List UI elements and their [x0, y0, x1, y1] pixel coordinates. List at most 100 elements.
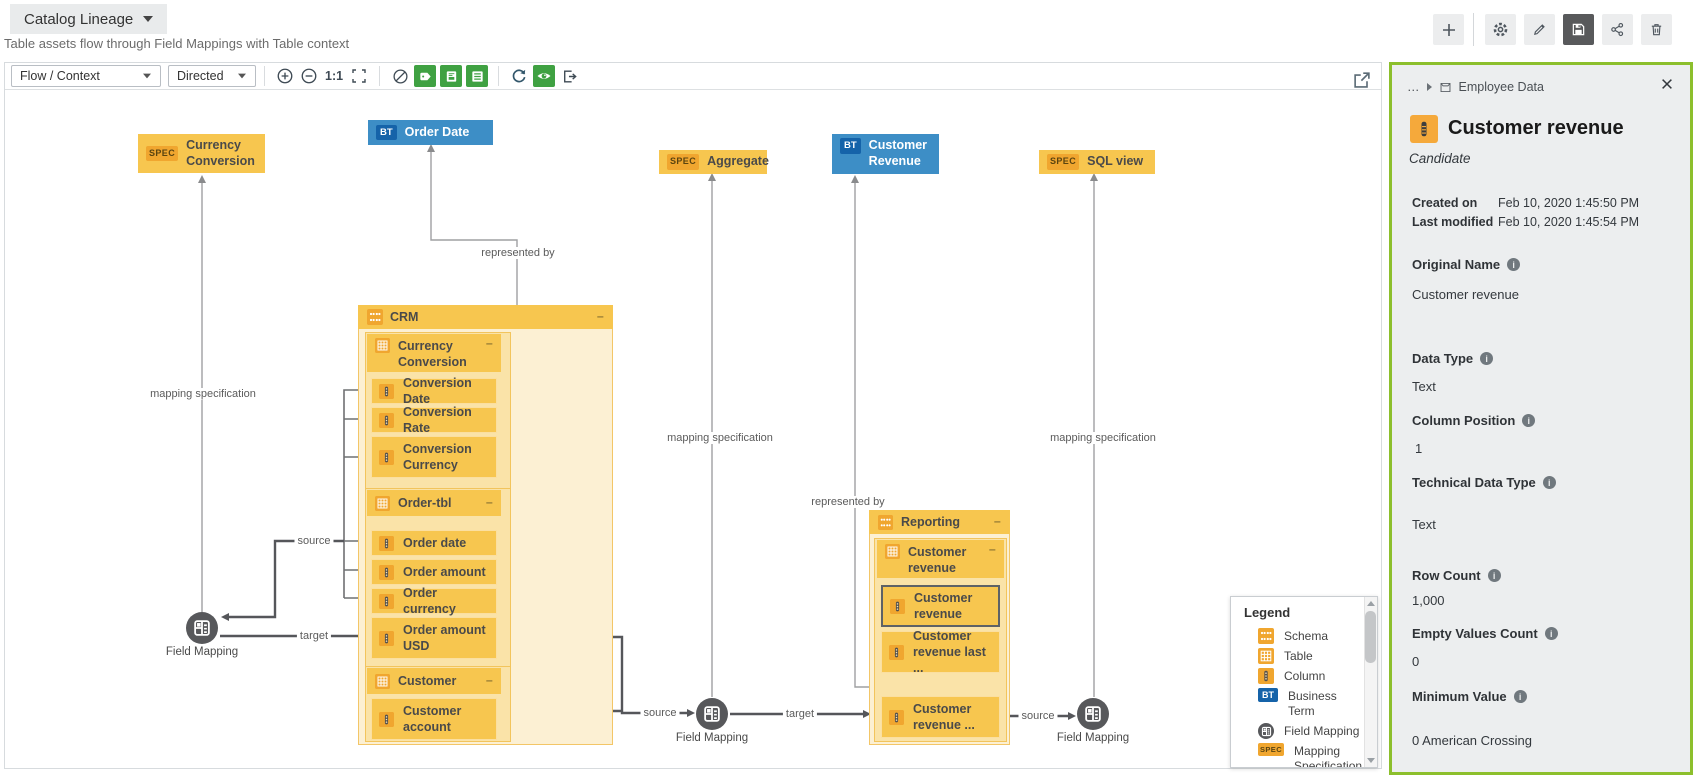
node-aggregate-spec[interactable]: SPEC Aggregate	[659, 150, 769, 174]
table-icon	[1258, 648, 1274, 664]
edit-button[interactable]	[1524, 14, 1555, 45]
node-sql-view-spec[interactable]: SPEC SQL view	[1039, 150, 1155, 174]
info-icon[interactable]	[1480, 352, 1494, 365]
export-button[interactable]	[558, 65, 580, 87]
table-header-customer[interactable]: Customer −	[367, 668, 501, 694]
breadcrumb[interactable]: … Employee Data	[1407, 80, 1544, 94]
column-icon	[379, 711, 394, 727]
field-mapping-icon	[701, 703, 723, 725]
collapse-button[interactable]: −	[485, 495, 493, 510]
node-order-date-bt[interactable]: BT Order Date	[368, 120, 493, 145]
field-mapping-node-2[interactable]	[696, 698, 728, 730]
collapse-button[interactable]: −	[485, 673, 493, 688]
collapse-button[interactable]: −	[485, 337, 493, 351]
fit-to-screen-button[interactable]	[348, 65, 370, 87]
table-label: Currency Conversion	[398, 339, 467, 370]
lineage-canvas[interactable]	[4, 62, 1382, 769]
field-value-original-name: Customer revenue	[1412, 287, 1519, 302]
save-button[interactable]	[1563, 14, 1594, 45]
scroll-down-icon[interactable]	[1367, 758, 1375, 763]
field-label-text: Column Position	[1412, 413, 1516, 428]
status-badge: Candidate	[1409, 151, 1471, 166]
column-label: Order amount	[403, 564, 486, 579]
bt-badge: BT	[840, 138, 861, 154]
column-customer-revenue-selected[interactable]: Customer revenue	[881, 585, 1000, 627]
delete-button[interactable]	[1641, 14, 1672, 45]
zoom-out-button[interactable]	[298, 65, 320, 87]
scroll-up-icon[interactable]	[1367, 601, 1375, 606]
edge-label-source: source	[294, 535, 334, 547]
zoom-in-button[interactable]	[274, 65, 296, 87]
column-conversion-rate[interactable]: Conversion Rate	[371, 405, 497, 435]
show-labels-toggle[interactable]	[414, 65, 437, 87]
field-label-technical-data-type: Technical Data Type	[1412, 475, 1556, 490]
field-mapping-node-3[interactable]	[1077, 698, 1109, 730]
table-header-currency-conversion[interactable]: Currency Conversion −	[367, 334, 501, 372]
column-order-amount-usd[interactable]: Order amount USD	[371, 617, 497, 659]
open-in-new-window-button[interactable]	[1352, 70, 1372, 90]
column-conversion-currency[interactable]: Conversion Currency	[371, 436, 497, 478]
schema-box-crm[interactable]: CRM − Currency Conversion − Conversion D…	[358, 305, 613, 745]
edge-label-source: source	[1018, 710, 1058, 722]
preview-toggle[interactable]	[533, 65, 556, 87]
disable-overlays-button[interactable]	[389, 65, 411, 87]
share-button[interactable]	[1602, 14, 1633, 45]
breadcrumb-ellipsis[interactable]: …	[1407, 80, 1420, 94]
info-icon[interactable]	[1487, 569, 1501, 582]
close-icon	[1662, 79, 1672, 89]
table-header-order-tbl[interactable]: Order-tbl −	[367, 490, 501, 516]
node-customer-revenue-bt[interactable]: BT Customer Revenue	[832, 134, 939, 174]
domain-tag-icon	[1440, 82, 1450, 92]
column-label: Customer revenue	[914, 590, 973, 621]
column-icon	[379, 449, 394, 465]
field-mapping-icon	[1258, 723, 1274, 739]
field-value-technical-data-type: Text	[1412, 517, 1436, 532]
column-order-date[interactable]: Order date	[371, 530, 497, 556]
column-order-amount[interactable]: Order amount	[371, 559, 497, 585]
column-customer-revenue-third[interactable]: Customer revenue ...	[881, 696, 1000, 738]
schema-box-reporting[interactable]: Reporting − Customer revenue − Customer …	[869, 510, 1010, 745]
info-icon[interactable]	[1507, 258, 1521, 271]
column-customer-account[interactable]: Customer account	[371, 698, 497, 740]
column-customer-revenue-last[interactable]: Customer revenue last ...	[881, 629, 1000, 675]
info-icon[interactable]	[1544, 627, 1558, 640]
info-icon[interactable]	[1522, 414, 1536, 427]
refresh-button[interactable]	[508, 65, 530, 87]
view-mode-select[interactable]: Flow / Context	[11, 65, 161, 87]
column-order-currency[interactable]: Order currency	[371, 586, 497, 616]
node-label: Currency Conversion	[186, 137, 255, 168]
add-button[interactable]	[1433, 14, 1464, 45]
schema-header-reporting[interactable]: Reporting −	[869, 510, 1010, 534]
column-icon	[889, 709, 904, 725]
diagram-view-selector[interactable]: Catalog Lineage	[10, 4, 168, 34]
legend-item-field-mapping: Field Mapping	[1258, 723, 1377, 739]
show-list-toggle[interactable]	[466, 65, 489, 87]
collapse-button[interactable]: −	[596, 309, 604, 324]
field-mapping-node-1[interactable]	[186, 612, 218, 644]
schema-header-crm[interactable]: CRM −	[358, 305, 613, 329]
zoom-reset-button[interactable]: 1:1	[325, 69, 344, 83]
show-thumbnails-toggle[interactable]	[440, 65, 463, 87]
edge-label-represented-by: represented by	[808, 496, 888, 508]
pencil-icon	[1534, 24, 1545, 35]
close-panel-button[interactable]	[1660, 77, 1676, 93]
legend-scrollbar[interactable]	[1364, 597, 1377, 767]
zoom-out-icon	[301, 68, 317, 84]
field-label-original-name: Original Name	[1412, 257, 1521, 272]
node-currency-conversion-spec[interactable]: SPEC Currency Conversion	[138, 134, 265, 173]
direction-select[interactable]: Directed	[168, 65, 256, 87]
created-on-label: Created on	[1412, 196, 1478, 210]
collapse-button[interactable]: −	[988, 543, 996, 557]
info-icon[interactable]	[1542, 476, 1556, 489]
column-conversion-date[interactable]: Conversion Date	[371, 376, 497, 406]
table-header-customer-revenue[interactable]: Customer revenue −	[877, 540, 1004, 578]
collapse-button[interactable]: −	[993, 514, 1001, 529]
scrollbar-thumb[interactable]	[1365, 611, 1376, 663]
column-icon	[889, 644, 904, 660]
field-value-minimum-value: 0 American Crossing	[1412, 733, 1532, 748]
breadcrumb-context[interactable]: Employee Data	[1458, 80, 1544, 94]
field-value-column-position: 1	[1415, 441, 1423, 456]
info-icon[interactable]	[1513, 690, 1527, 703]
spec-badge: SPEC	[1258, 743, 1285, 756]
settings-button[interactable]	[1485, 14, 1516, 45]
